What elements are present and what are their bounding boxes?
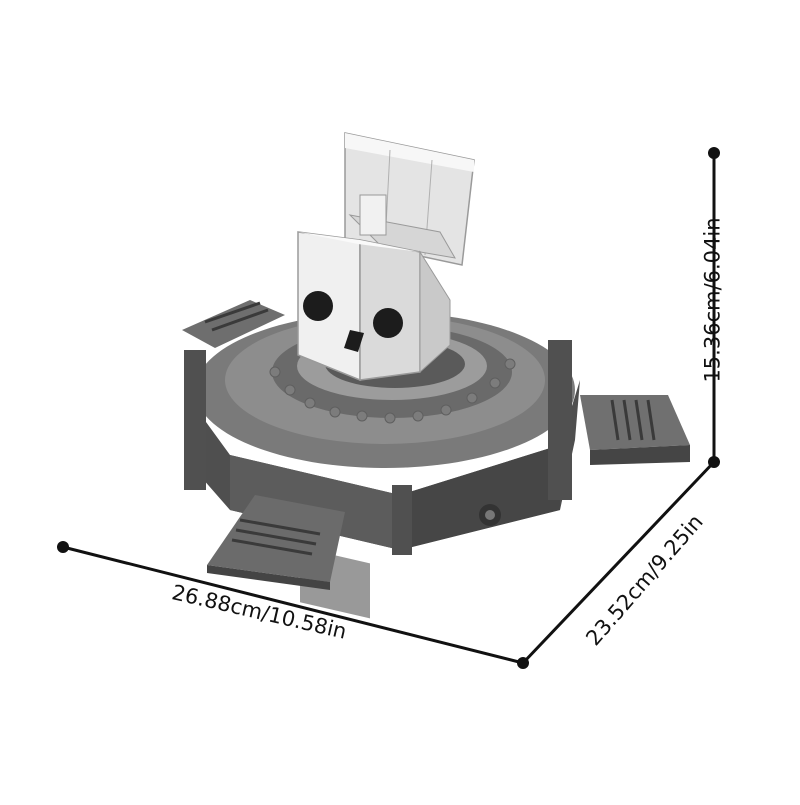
width-start-dot <box>57 541 69 553</box>
skull-right-eye <box>373 308 403 338</box>
height-dimension-label: 15.36cm/6.04in <box>700 217 725 383</box>
skull-throne <box>297 132 475 382</box>
ramp-front <box>207 495 345 590</box>
side-pillars <box>184 340 572 555</box>
width-dimension-line <box>62 545 524 665</box>
ramp-back <box>182 300 285 348</box>
skull-nose <box>344 330 364 352</box>
skull-left-eye <box>303 291 333 321</box>
ramp-right <box>580 395 690 465</box>
depth-end-dot <box>708 456 720 468</box>
corner-dot <box>517 657 529 669</box>
height-top-dot <box>708 147 720 159</box>
depth-dimension-line <box>521 460 716 665</box>
dimension-lines <box>57 147 720 669</box>
